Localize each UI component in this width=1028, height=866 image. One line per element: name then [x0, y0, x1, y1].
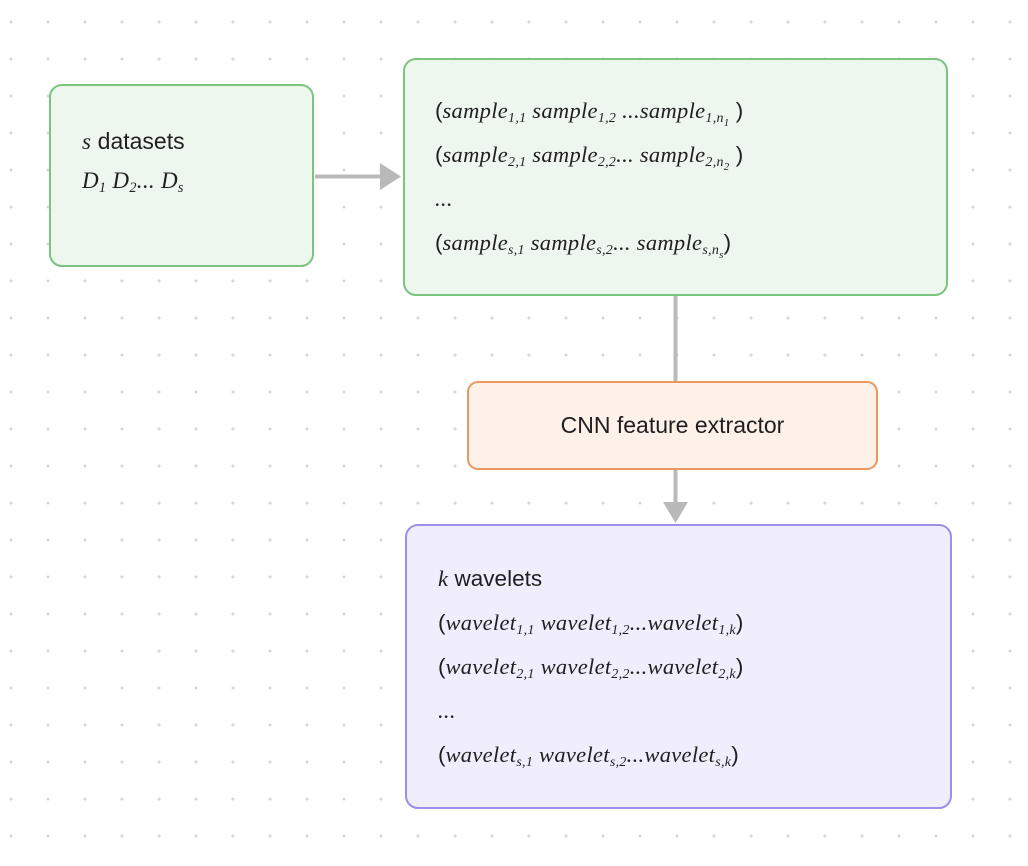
- datasets-node: s datasets D1 D2... Ds: [49, 84, 314, 267]
- cnn-label: CNN feature extractor: [560, 412, 785, 438]
- arrow-datasets-to-samples-head: [380, 163, 401, 190]
- wavelets-line: (wavelet1,1 wavelet1,2...wavelet1,k): [438, 609, 744, 638]
- samples-line: (sample1,1 sample1,2 ...sample1,n1 ): [435, 98, 744, 129]
- arrow-cnn-to-wavelets-head: [663, 502, 688, 523]
- wavelets-line: k wavelets: [438, 565, 543, 591]
- samples-node: (sample1,1 sample1,2 ...sample1,n1 ) (sa…: [403, 58, 948, 296]
- cnn-feature-extractor-node: CNN feature extractor: [467, 381, 878, 470]
- datasets-line: D1 D2... Ds: [82, 168, 184, 196]
- wavelets-line: (wavelet2,1 wavelet2,2...wavelet2,k): [438, 653, 744, 682]
- wavelets-line: ...: [438, 697, 456, 723]
- datasets-line: s datasets: [82, 128, 185, 154]
- samples-line: (samples,1 samples,2... samples,ns): [435, 230, 732, 261]
- samples-line: (sample2,1 sample2,2... sample2,n2 ): [435, 142, 744, 173]
- samples-line: ...: [435, 186, 453, 211]
- wavelets-line: (wavelets,1 wavelets,2...wavelets,k): [438, 741, 739, 770]
- wavelets-node: k wavelets (wavelet1,1 wavelet1,2...wave…: [405, 524, 952, 809]
